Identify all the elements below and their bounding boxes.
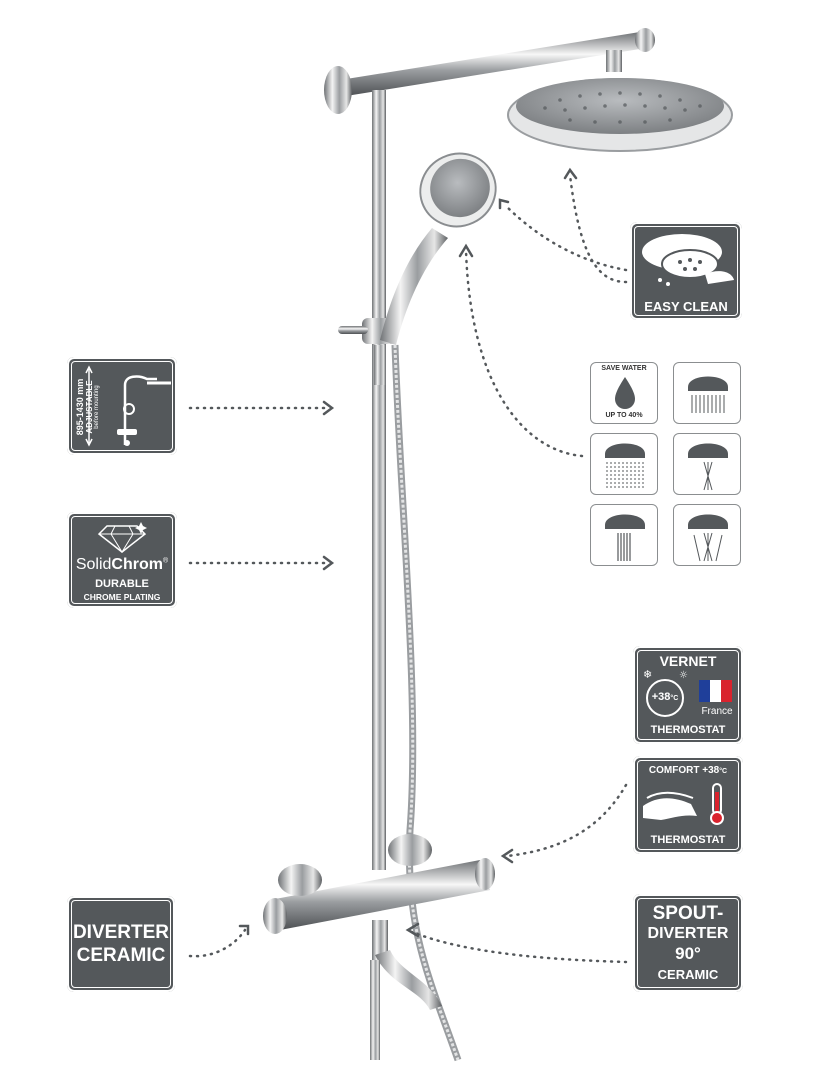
up-to-label: UP TO 40%: [605, 412, 643, 419]
hands-thermometer-icon: [643, 783, 724, 825]
rain-spray-icon: [673, 362, 741, 424]
mist-spray-icon: [673, 433, 741, 495]
svg-text:❄: ❄: [643, 668, 652, 681]
thermostat-label-1: THERMOSTAT: [650, 724, 726, 736]
chrom-label: Chrom: [111, 556, 163, 573]
easy-clean-label: EASY CLEAN: [644, 299, 728, 314]
spout-ceramic-label: CERAMIC: [657, 967, 719, 982]
adjustable-height-badge: 895-1430 mm ADJUSTABLE before mounting: [67, 357, 177, 455]
spout-diverter-badge: SPOUT- DIVERTER 90° CERAMIC: [633, 894, 743, 992]
bath-spout: [370, 920, 442, 1060]
diverter-label: DIVERTER: [72, 922, 170, 943]
spout-label: SPOUT-: [652, 903, 724, 924]
thermostatic-mixer: [263, 834, 495, 934]
durable-label: DURABLE: [95, 578, 149, 590]
diverter-ceramic-badge: DIVERTER CERAMIC: [67, 896, 175, 992]
diamond-icon: [97, 522, 147, 553]
comfort-temp: +38: [702, 765, 720, 776]
solid-label: Solid: [75, 556, 112, 573]
vernet-thermostat-badge: VERNET ❄ ☼ +38°C France THERMOSTAT: [633, 646, 743, 744]
save-water-label: SAVE WATER: [601, 365, 647, 372]
ceramic-label: CERAMIC: [76, 945, 166, 966]
easy-clean-icon: [642, 234, 734, 286]
france-label: France: [701, 706, 733, 717]
vernet-unit: °C: [670, 695, 679, 702]
comfort-unit: °C: [719, 768, 728, 775]
overhead-arm: [324, 28, 655, 114]
angle-label: 90°: [675, 944, 701, 963]
save-water-icon: SAVE WATER UP TO 40%: [590, 362, 658, 424]
water-drop-icon: [615, 377, 635, 409]
wide-rain-spray-icon: [590, 433, 658, 495]
jet-spray-icon: [590, 504, 658, 566]
shower-column-icon: [85, 365, 171, 447]
chrome-plating-label: CHROME PLATING: [83, 592, 161, 602]
massage-spray-icon: [673, 504, 741, 566]
vernet-temp: +38: [651, 691, 671, 703]
spout-diverter-label: DIVERTER: [647, 925, 729, 942]
comfort-label: COMFORT: [648, 765, 700, 776]
france-flag-icon: [699, 680, 732, 702]
solidchrom-badge: SolidChrom® DURABLE CHROME PLATING: [67, 512, 177, 608]
vernet-label: VERNET: [659, 653, 717, 669]
hand-shower: [380, 152, 497, 345]
thermostat-label-2: THERMOSTAT: [650, 834, 726, 846]
rain-shower-head: [507, 78, 733, 152]
registered-mark: ®: [162, 557, 169, 565]
temperature-dial-icon: ❄ ☼: [643, 668, 732, 717]
riser-pipe: [372, 90, 386, 870]
svg-text:☼: ☼: [679, 670, 688, 681]
easy-clean-badge: EASY CLEAN: [630, 222, 742, 320]
comfort-thermostat-badge: COMFORT +38°C THERMOSTAT: [633, 756, 743, 854]
